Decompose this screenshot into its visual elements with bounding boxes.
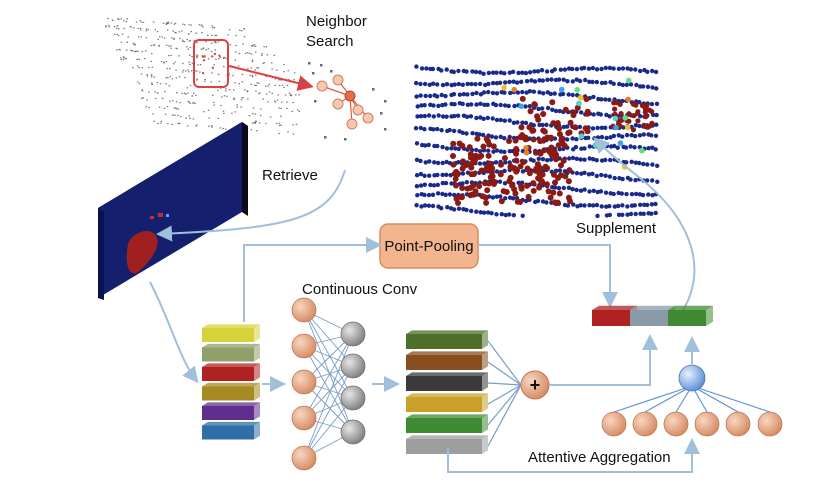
feature-bar	[406, 351, 488, 370]
feature-bar	[406, 414, 488, 433]
feature-bar	[406, 372, 488, 391]
feature-bar	[406, 330, 488, 349]
feature-bar	[202, 382, 260, 401]
sum-node: +	[520, 370, 550, 400]
feature-bar	[202, 363, 260, 381]
feature-bar	[202, 421, 260, 440]
retrieve-label: Retrieve	[262, 167, 318, 184]
attentive-aggregation-module	[601, 364, 783, 437]
pooling-to-fused-arrow	[478, 244, 618, 308]
supplement-arrow	[593, 137, 696, 319]
continuous-conv-network	[291, 297, 366, 471]
search-region-box	[193, 39, 229, 88]
feature-bar	[202, 343, 260, 362]
neighbor-search-label-line1: Neighbor	[306, 13, 367, 30]
plus-symbol: +	[530, 375, 541, 395]
attentive-aggregation-label: Attentive Aggregation	[528, 449, 671, 466]
output-to-sum-lines	[487, 340, 522, 447]
feature-bar	[668, 305, 713, 326]
neighbor-search-label-line2: Search	[306, 33, 354, 50]
feature-bar	[202, 402, 260, 420]
feature-bar	[202, 324, 260, 342]
feature-bar	[406, 393, 488, 412]
retrieve-arrow	[156, 169, 346, 242]
supplement-label: Supplement	[576, 220, 657, 237]
feature-bar	[406, 435, 488, 454]
point-pooling-label: Point-Pooling	[384, 238, 473, 255]
continuous-conv-label: Continuous Conv	[302, 281, 418, 298]
sum-to-fused-arrow	[549, 334, 658, 386]
output-feature-stack	[406, 330, 488, 454]
bev-to-features-arrow	[149, 281, 199, 384]
point-pooling-block: Point-Pooling	[379, 223, 479, 269]
bev-feature-map	[98, 122, 248, 300]
supplement-point-cloud	[413, 64, 660, 219]
search-zoom-arrow	[228, 65, 314, 91]
features-to-pooling-arrow	[243, 237, 382, 322]
input-feature-stack	[202, 324, 260, 440]
output-to-aggregation-arrow	[447, 438, 700, 473]
neighbor-search-cluster	[302, 62, 387, 141]
fused-feature-vector	[592, 305, 713, 326]
bev-red-object	[126, 230, 158, 274]
